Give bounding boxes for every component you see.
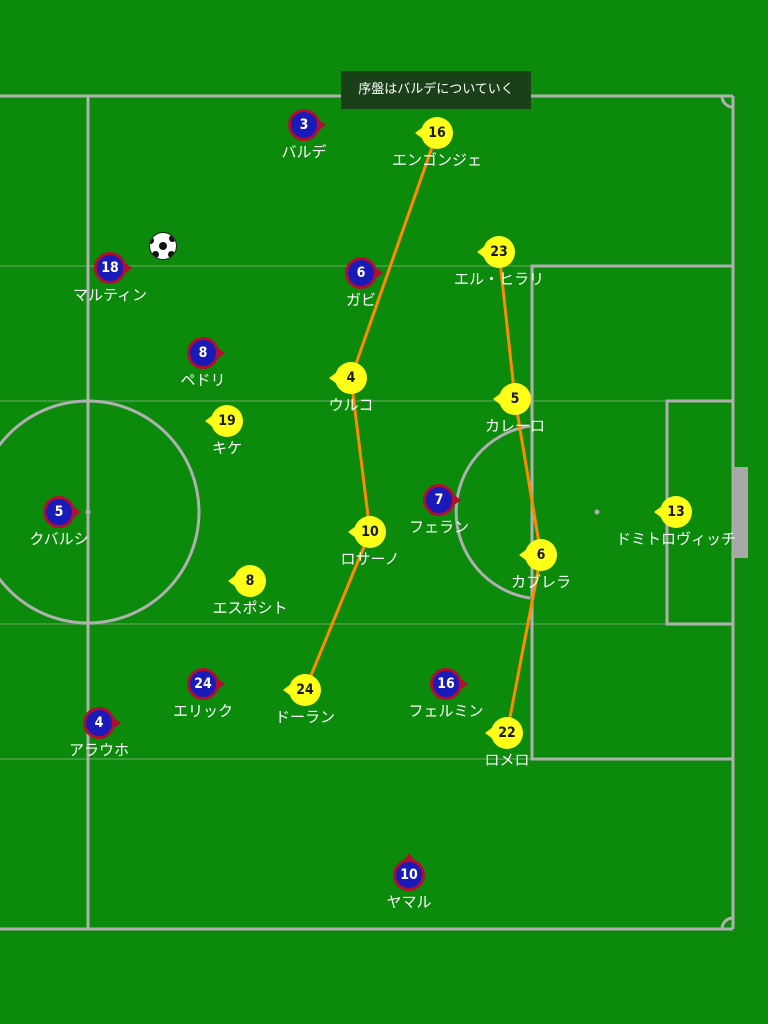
player-name: ガビ (345, 291, 376, 309)
facing-arrow-icon (73, 506, 81, 518)
player-name: ウルコ (328, 396, 374, 414)
player-name: マルティン (72, 286, 148, 304)
player-name: フェルミン (408, 702, 484, 720)
player-number: 8 (187, 337, 219, 369)
player-number: 19 (211, 405, 243, 437)
facing-arrow-icon (453, 494, 461, 506)
facing-arrow-icon (477, 246, 485, 258)
player-number: 3 (288, 109, 320, 141)
facing-arrow-icon (205, 415, 213, 427)
facing-arrow-icon (318, 119, 326, 131)
defensive-lines (303, 132, 543, 734)
player-number: 8 (234, 565, 266, 597)
centre-circle (0, 399, 201, 625)
facing-arrow-icon (283, 684, 291, 696)
goal (733, 467, 748, 558)
corner-arc-bottom (720, 916, 734, 930)
player-number: 16 (430, 668, 462, 700)
player-name: ペドリ (180, 371, 226, 389)
player-name: アラウホ (68, 741, 129, 759)
player-number: 16 (421, 117, 453, 149)
facing-arrow-icon (493, 393, 501, 405)
facing-arrow-icon (217, 347, 225, 359)
player-number: 24 (289, 674, 321, 706)
player-name: クバルシ (29, 530, 89, 548)
player-name: エル・ヒラリ (453, 270, 544, 288)
facing-arrow-icon (329, 372, 337, 384)
player-number: 5 (43, 496, 75, 528)
player-name: エリック (172, 702, 233, 720)
player-name: ドーラン (274, 708, 335, 726)
player-name: フェラン (408, 518, 469, 536)
facing-arrow-icon (228, 575, 236, 587)
facing-arrow-icon (415, 127, 423, 139)
player-number: 22 (491, 717, 523, 749)
facing-arrow-icon (113, 717, 121, 729)
player-number: 24 (187, 668, 219, 700)
player-name: カブレラ (510, 573, 571, 591)
player-name: ドミトロヴィッチ (615, 530, 736, 548)
player-number: 6 (345, 257, 377, 289)
facing-arrow-icon (217, 678, 225, 690)
player-number: 10 (393, 859, 425, 891)
facing-arrow-icon (403, 853, 415, 861)
facing-arrow-icon (519, 549, 527, 561)
player-number: 4 (335, 362, 367, 394)
facing-arrow-icon (460, 678, 468, 690)
player-number: 7 (423, 484, 455, 516)
player-name: ヤマル (386, 893, 432, 911)
defensive-line-right (497, 251, 543, 734)
centre-spot (85, 509, 91, 515)
corner-arc-top (720, 95, 734, 109)
player-name: キケ (211, 439, 242, 457)
player-number: 6 (525, 539, 557, 571)
player-number: 10 (354, 516, 386, 548)
player-number: 5 (499, 383, 531, 415)
ball-icon (149, 232, 177, 260)
penalty-spot (594, 509, 600, 515)
player-number: 18 (94, 252, 126, 284)
player-name: ロサーノ (340, 550, 400, 568)
player-name: エスポシト (212, 599, 288, 617)
penalty-arc (454, 424, 531, 600)
player-number: 13 (660, 496, 692, 528)
defensive-line-left (303, 132, 439, 691)
caption-box: 序盤はバルデについていく (341, 71, 531, 109)
player-name: ロメロ (484, 751, 530, 769)
facing-arrow-icon (124, 262, 132, 274)
facing-arrow-icon (654, 506, 662, 518)
player-name: エンゴンジェ (391, 151, 482, 169)
player-name: カレーロ (484, 417, 545, 435)
facing-arrow-icon (485, 727, 493, 739)
facing-arrow-icon (375, 267, 383, 279)
player-number: 4 (83, 707, 115, 739)
player-name: バルデ (281, 143, 327, 161)
player-number: 23 (483, 236, 515, 268)
facing-arrow-icon (348, 526, 356, 538)
